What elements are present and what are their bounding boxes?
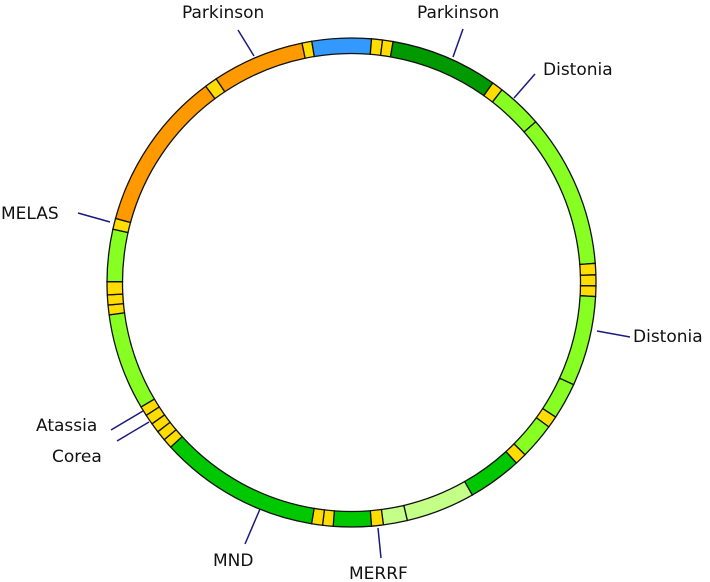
label-parkinson-right: Parkinson	[417, 3, 499, 23]
ring-segment-lightgreen	[108, 312, 156, 408]
label-parkinson-left: Parkinson	[182, 3, 264, 23]
ring-segment-darkgreen	[389, 40, 494, 97]
leader-line-mnd	[244, 508, 261, 545]
ring-segment-lightgreen	[106, 228, 129, 283]
ring-segment-orange	[215, 42, 306, 93]
label-corea: Corea	[52, 447, 102, 467]
label-melas: MELAS	[1, 204, 59, 224]
ring-segment-palegreen	[380, 504, 409, 526]
ring-segments	[106, 37, 597, 528]
leader-lines	[77, 28, 631, 559]
ring-segment-lightgreen	[558, 294, 597, 386]
ring-segment-blue	[311, 37, 373, 58]
label-distonia-right: Distonia	[633, 327, 703, 347]
leader-line-distonia-right	[596, 330, 631, 338]
ring-segment-green	[463, 450, 518, 496]
ring-segment-lightgreen	[523, 120, 596, 266]
ring-segment-green	[169, 435, 315, 525]
label-atassia: Atassia	[36, 416, 97, 436]
ring-segment-green	[332, 510, 373, 528]
leader-line-distonia-top	[513, 73, 536, 99]
leader-line-merrf	[377, 527, 382, 559]
leader-line-corea	[116, 421, 150, 442]
ring-segment-yellow	[579, 274, 597, 287]
leader-line-parkinson-right	[452, 28, 464, 58]
ring-segment-orange	[114, 85, 216, 224]
ring-segment-lightgreen	[491, 88, 537, 133]
label-merrf: MERRF	[349, 564, 408, 582]
ring-segment-palegreen	[403, 480, 474, 522]
ring-segment-yellow	[106, 280, 124, 296]
ring-segment-yellow	[369, 508, 385, 527]
ring-segment-yellow	[579, 262, 597, 276]
leader-line-atassia	[110, 410, 144, 431]
leader-line-melas	[77, 212, 111, 223]
label-distonia-top: Distonia	[543, 60, 613, 80]
ring-segment-yellow	[106, 293, 125, 306]
ring-segment-yellow	[579, 285, 597, 298]
label-mnd: MND	[213, 551, 253, 571]
leader-line-parkinson-left	[237, 29, 255, 57]
